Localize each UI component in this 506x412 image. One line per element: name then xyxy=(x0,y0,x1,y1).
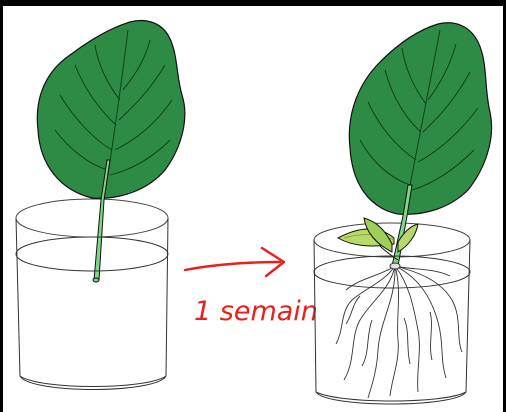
water-surface-right xyxy=(314,256,470,288)
water-surface-left xyxy=(16,237,168,271)
glass-rim-left xyxy=(16,199,168,237)
glass-left xyxy=(16,218,168,390)
leaf-left-icon xyxy=(37,21,185,199)
leaf-right-icon xyxy=(349,23,491,215)
arrow-shaft xyxy=(185,262,280,270)
duration-note: 1 semain xyxy=(194,296,318,327)
after-panel xyxy=(314,23,492,404)
before-panel xyxy=(16,21,185,390)
arrow-right-icon xyxy=(185,248,284,276)
